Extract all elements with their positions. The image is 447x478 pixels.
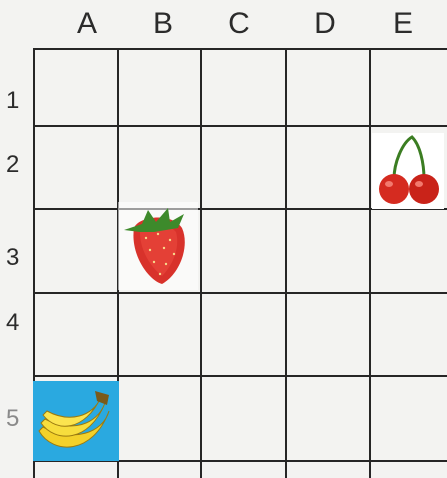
column-label-c: C [197,4,281,44]
row-label-1: 1 [6,87,26,115]
row-label-2: 2 [6,151,26,179]
column-label-b: B [121,4,205,44]
column-label-a: A [45,4,129,44]
cherries-icon [372,133,444,209]
row-label-4: 4 [6,309,26,337]
strawberry-icon [118,202,198,290]
grid-line-vertical [369,48,371,478]
grid-line-horizontal [33,125,447,127]
row-label-5: 5 [6,405,26,433]
cherries-sticker[interactable] [372,133,444,209]
bananas-sticker[interactable] [33,381,119,461]
row-label-3: 3 [6,244,26,272]
grid-line-vertical [285,48,287,478]
strawberry-sticker[interactable] [118,202,198,290]
grid-line-horizontal [33,292,447,294]
column-label-d: D [283,4,367,44]
grid-line-vertical [200,48,202,478]
grid-line-horizontal [33,48,447,50]
bananas-icon [33,381,119,461]
column-label-e: E [361,4,445,44]
grid-line-horizontal [33,375,447,377]
